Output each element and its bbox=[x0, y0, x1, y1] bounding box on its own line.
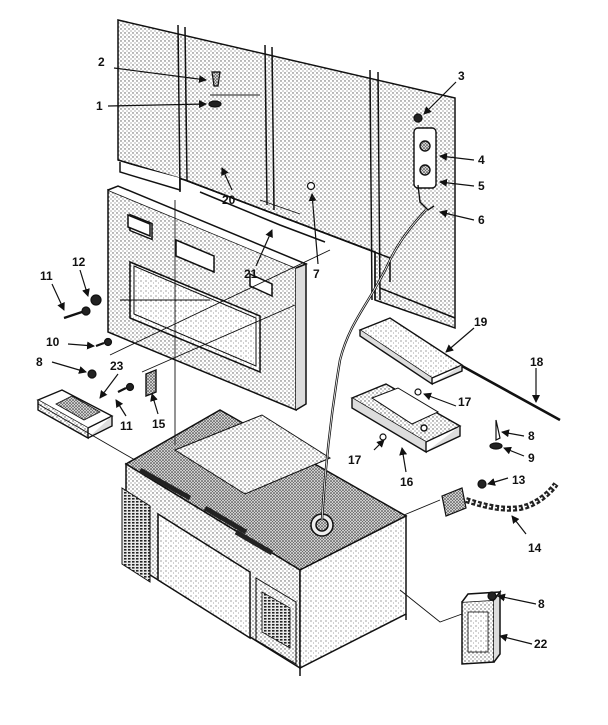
bracket-16 bbox=[350, 383, 462, 454]
callout-label: 1 bbox=[96, 99, 103, 113]
callout-arrows bbox=[51, 67, 540, 645]
callout-label: 18 bbox=[530, 355, 544, 369]
wall-cabinet bbox=[117, 19, 456, 330]
callout-label: 2 bbox=[98, 55, 105, 69]
callout-label: 12 bbox=[72, 255, 86, 269]
callout-label: 9 bbox=[528, 451, 535, 465]
callout-labels: 2 1 3 4 5 6 7 21 20 11 12 10 8 23 11 15 … bbox=[36, 55, 548, 651]
callout-label: 4 bbox=[478, 153, 485, 167]
cord-channel-19 bbox=[358, 317, 464, 386]
callout-label: 14 bbox=[528, 541, 542, 555]
callout-label: 13 bbox=[512, 473, 526, 487]
mounting-plate bbox=[107, 185, 308, 412]
clip-15 bbox=[145, 368, 157, 398]
callout-label: 16 bbox=[400, 475, 414, 489]
callout-label: 10 bbox=[46, 335, 60, 349]
callout-label: 21 bbox=[244, 267, 258, 281]
callout-label: 5 bbox=[478, 179, 485, 193]
callout-label: 23 bbox=[110, 359, 124, 373]
bracket-23 bbox=[36, 389, 114, 440]
callout-label: 11 bbox=[120, 419, 133, 433]
fasteners bbox=[63, 71, 561, 601]
wall-outlet bbox=[413, 127, 437, 211]
callout-label: 20 bbox=[222, 193, 236, 207]
callout-label: 8 bbox=[528, 429, 535, 443]
callout-label: 19 bbox=[474, 315, 488, 329]
alignment-lines bbox=[37, 94, 463, 623]
callout-label: 11 bbox=[40, 269, 53, 283]
callout-label: 3 bbox=[458, 69, 465, 83]
callout-label: 17 bbox=[348, 453, 362, 467]
anchor-chain-14 bbox=[441, 482, 559, 517]
callout-label: 15 bbox=[152, 417, 166, 431]
callout-label: 8 bbox=[538, 597, 545, 611]
callout-label: 6 bbox=[478, 213, 485, 227]
callout-label: 22 bbox=[534, 637, 548, 651]
callout-label: 8 bbox=[36, 355, 43, 369]
microwave-oven bbox=[121, 409, 408, 676]
callout-label: 7 bbox=[313, 267, 320, 281]
callout-label: 17 bbox=[458, 395, 472, 409]
side-panel-22 bbox=[461, 589, 502, 665]
